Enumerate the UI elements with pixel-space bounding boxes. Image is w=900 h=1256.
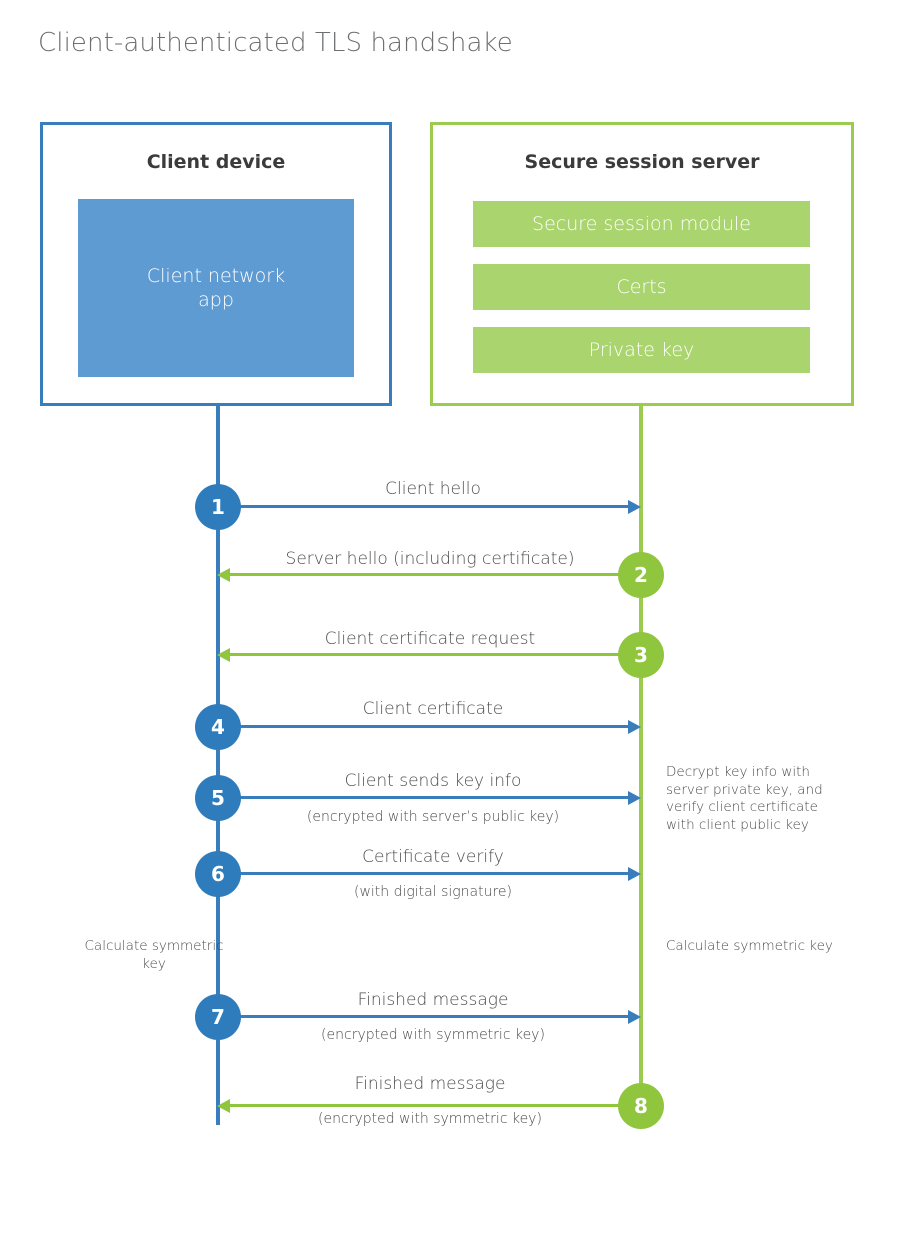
server-lifeline <box>639 403 643 1108</box>
server-component-certs: Certs <box>473 264 810 310</box>
message-sublabel-5: (encrypted with server’s public key) <box>306 809 560 825</box>
message-label-3: Client certificate request <box>324 629 536 649</box>
arrow-head-7-icon <box>628 1009 641 1024</box>
arrow-head-1-icon <box>628 499 641 514</box>
step-marker-2[interactable]: 2 <box>618 552 664 598</box>
server-component-label: Secure session module <box>532 213 751 235</box>
step-number: 1 <box>211 495 225 519</box>
arrow-head-4-icon <box>628 719 641 734</box>
message-arrow-5 <box>218 796 630 799</box>
page-title: Client-authenticated TLS handshake <box>38 28 513 58</box>
message-label-4: Client certificate <box>362 699 504 719</box>
step-marker-5[interactable]: 5 <box>195 775 241 821</box>
arrow-head-8-icon <box>217 1098 230 1113</box>
arrow-head-3-icon <box>217 647 230 662</box>
step-marker-4[interactable]: 4 <box>195 704 241 750</box>
arrow-head-2-icon <box>217 567 230 582</box>
secure-session-server-box: Secure session server Secure session mod… <box>430 122 854 406</box>
message-label-5: Client sends key info <box>344 771 522 791</box>
message-arrow-7 <box>218 1015 630 1018</box>
server-component-secure-session-module: Secure session module <box>473 201 810 247</box>
message-arrow-2 <box>230 573 640 576</box>
secure-session-server-title: Secure session server <box>524 151 760 173</box>
client-device-box: Client device Client network app <box>40 122 392 406</box>
client-network-app-label: Client network app <box>146 264 286 311</box>
message-arrow-4 <box>218 725 630 728</box>
message-label-1: Client hello <box>385 479 481 499</box>
server-calculate-note: Calculate symmetric key <box>666 938 833 954</box>
step-marker-1[interactable]: 1 <box>195 484 241 530</box>
step-marker-7[interactable]: 7 <box>195 994 241 1040</box>
step-number: 2 <box>634 563 648 587</box>
step-number: 4 <box>211 715 225 739</box>
arrow-head-5-icon <box>628 790 641 805</box>
client-network-app-box: Client network app <box>78 199 354 377</box>
message-arrow-1 <box>218 505 630 508</box>
step-number: 6 <box>211 862 225 886</box>
step-marker-8[interactable]: 8 <box>618 1083 664 1129</box>
step-number: 3 <box>634 643 648 667</box>
message-sublabel-7: (encrypted with symmetric key) <box>321 1027 545 1043</box>
server-decrypt-note: Decrypt key info with server private key… <box>666 764 823 833</box>
step-number: 7 <box>211 1005 225 1029</box>
message-label-2: Server hello (including certificate) <box>285 549 575 569</box>
step-marker-3[interactable]: 3 <box>618 632 664 678</box>
server-component-private-key: Private key <box>473 327 810 373</box>
client-calculate-note: Calculate symmetric key <box>84 938 224 972</box>
client-device-title: Client device <box>146 151 286 173</box>
arrow-head-6-icon <box>628 866 641 881</box>
message-label-6: Certificate verify <box>362 847 504 867</box>
message-label-7: Finished message <box>357 990 509 1010</box>
message-arrow-3 <box>230 653 640 656</box>
message-sublabel-8: (encrypted with symmetric key) <box>318 1111 542 1127</box>
message-sublabel-6: (with digital signature) <box>353 884 512 900</box>
step-marker-6[interactable]: 6 <box>195 851 241 897</box>
message-label-8: Finished message <box>354 1074 506 1094</box>
step-number: 5 <box>211 786 225 810</box>
client-lifeline <box>216 403 220 1125</box>
message-arrow-8 <box>230 1104 640 1107</box>
server-component-label: Private key <box>588 339 695 361</box>
server-component-label: Certs <box>616 276 667 298</box>
message-arrow-6 <box>218 872 630 875</box>
step-number: 8 <box>634 1094 648 1118</box>
